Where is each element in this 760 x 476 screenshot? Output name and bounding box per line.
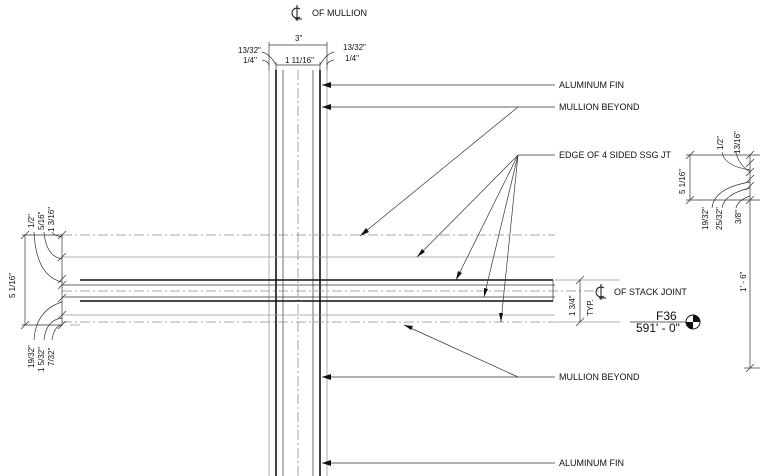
dim-right-e: 25/32" <box>715 207 724 230</box>
dim-top-total: 3" <box>295 34 302 43</box>
dim-top-center: 1 11/16" <box>285 56 314 65</box>
dim-right-f: 3/8" <box>734 210 743 224</box>
centerline-icon <box>291 5 302 21</box>
dim-right-c: 5 1/16" <box>678 169 687 194</box>
label-mullion-beyond-bottom: MULLION BEYOND <box>559 372 640 382</box>
dim-top-left-inner: 1/4" <box>243 56 257 65</box>
label-stack-joint: OF STACK JOINT <box>614 287 687 297</box>
leader-lines <box>322 82 555 466</box>
elevation-target-icon <box>685 314 701 330</box>
label-ssg-joint: EDGE OF 4 SIDED SSG JT <box>559 150 672 160</box>
dim-left-d: 19/32" <box>27 345 36 368</box>
top-dimensions <box>261 42 335 70</box>
dim-right-d: 19/32" <box>701 207 710 230</box>
dim-left-height: 5 1/16" <box>8 273 17 298</box>
dim-left-e: 1 5/32" <box>37 347 46 372</box>
right-dimensions <box>685 150 760 373</box>
stack-joint-centerline-icon <box>595 284 606 300</box>
dim-left-f: 7/32" <box>47 347 56 366</box>
dim-left-c: 1 3/16" <box>47 207 56 232</box>
dim-left-b: 5/16" <box>37 211 46 230</box>
label-aluminum-fin-top: ALUMINUM FIN <box>559 80 624 90</box>
dim-right-b: 13/16" <box>733 131 742 154</box>
stack-joint-horizontal <box>62 234 620 326</box>
elevation-tag: F36 <box>656 309 677 323</box>
dim-joint-typ: TYP. <box>586 299 595 316</box>
dim-right-span: 1' - 6" <box>739 271 748 292</box>
left-dimensions <box>20 230 67 341</box>
dim-top-right-inner: 1/4" <box>345 54 359 63</box>
joint-dimension <box>575 275 585 327</box>
mullion-vertical <box>268 70 328 476</box>
dim-right-a: 1/2" <box>716 136 725 150</box>
dim-top-right-outer: 13/32" <box>343 43 366 52</box>
dim-joint-gap: 1 3/4" <box>568 295 577 316</box>
label-mullion-beyond-top: MULLION BEYOND <box>559 102 640 112</box>
label-aluminum-fin-bottom: ALUMINUM FIN <box>559 458 624 468</box>
elevation-value: 591' - 0" <box>636 321 680 335</box>
dim-left-a: 1/2" <box>27 214 36 228</box>
mullion-centerline-label: OF MULLION <box>312 8 367 18</box>
dim-top-left-outer: 13/32" <box>238 46 261 55</box>
